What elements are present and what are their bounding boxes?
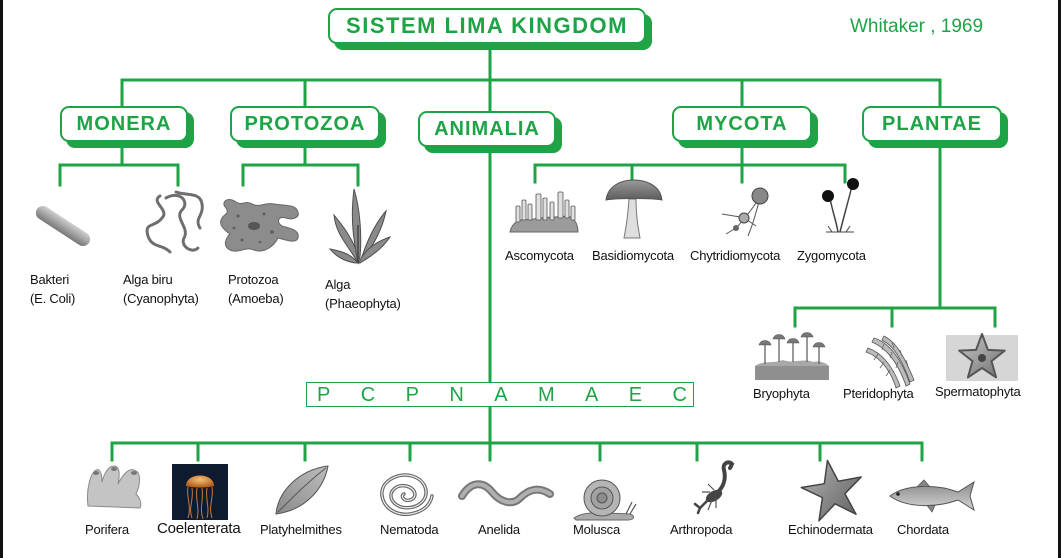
mnemonic-letter: C (672, 383, 687, 406)
roundworm-image (380, 473, 434, 517)
mnemonic-letter: E (628, 383, 643, 406)
moss-image (755, 332, 829, 380)
mnemonic-letter: P (317, 383, 331, 406)
earthworm-image (458, 480, 554, 507)
basidiomycota-label: Basidiomycota (592, 248, 674, 263)
member-subname: (E. Coli) (30, 291, 76, 306)
mushroom-image (605, 179, 663, 239)
arthropoda-label: Arthropoda (670, 522, 733, 537)
kingdom-monera: MONERA (60, 106, 188, 142)
mnemonic-letter: N (449, 383, 464, 406)
coelenterata-label: Coelenterata (157, 520, 241, 537)
kingdom-mycota: MYCOTA (672, 106, 812, 142)
fish-image (889, 479, 975, 513)
fern-image (865, 335, 915, 389)
sponge-image (87, 465, 142, 509)
kingdom-animalia: ANIMALIA (418, 111, 556, 147)
member-name: Bakteri (30, 272, 70, 287)
member-name: Alga (325, 277, 351, 292)
mnemonic-letter: A (494, 383, 508, 406)
bacteria-label: Bakteri (E. Coli) (30, 270, 75, 308)
member-name: Protozoa (228, 272, 279, 287)
amoeba-label: Protozoa (Amoeba) (228, 270, 284, 308)
starfish-image (800, 459, 862, 522)
anelida-label: Anelida (478, 522, 520, 537)
mnemonic-letter: A (585, 383, 599, 406)
zygomycota-image (822, 178, 859, 233)
blue-green-algae-image (145, 190, 204, 254)
flatworm-image (275, 465, 329, 515)
platyhelmithes-label: Platyhelmithes (260, 522, 342, 537)
ascomycota-image (509, 191, 579, 233)
kingdom-protozoa: PROTOZOA (230, 106, 380, 142)
molusca-label: Molusca (573, 522, 621, 537)
nematoda-label: Nematoda (380, 522, 439, 537)
left-border (0, 0, 3, 558)
chytridiomycota-label: Chytridiomycota (690, 248, 781, 263)
amoeba-image (220, 199, 299, 252)
chytrid-image (721, 187, 769, 237)
kingdom-plantae: PLANTAE (862, 106, 1002, 142)
member-subname: (Cyanophyta) (123, 291, 199, 306)
zygomycota-label: Zygomycota (797, 248, 866, 263)
spermatophyta-label: Spermatophyta (935, 384, 1021, 399)
brown-algae-label: Alga (Phaeophyta) (325, 275, 401, 313)
scorpion-image (693, 460, 735, 515)
mnemonic-letter: M (537, 383, 555, 406)
member-subname: (Amoeba) (228, 291, 284, 306)
bryophyta-label: Bryophyta (753, 386, 810, 401)
chordata-label: Chordata (897, 522, 949, 537)
right-border (1058, 0, 1061, 558)
jellyfish-image (172, 464, 228, 520)
porifera-label: Porifera (85, 522, 129, 537)
mnemonic-letter: C (360, 383, 376, 406)
mnemonic-letter: P (405, 383, 419, 406)
bacteria-image (35, 205, 91, 247)
member-name: Alga biru (123, 272, 173, 287)
snail-image (573, 479, 637, 521)
animalia-phyla-mnemonic: P C P N A M A E C (306, 382, 694, 407)
blue-green-algae-label: Alga biru (Cyanophyta) (123, 270, 199, 308)
pteridophyta-label: Pteridophyta (843, 386, 914, 401)
flowering-plant-image (946, 333, 1018, 381)
member-subname: (Phaeophyta) (325, 296, 401, 311)
echinodermata-label: Echinodermata (788, 522, 873, 537)
ascomycota-label: Ascomycota (505, 248, 574, 263)
citation: Whitaker , 1969 (850, 16, 984, 37)
brown-algae-image (328, 188, 392, 265)
diagram-title: SISTEM LIMA KINGDOM (328, 8, 646, 44)
